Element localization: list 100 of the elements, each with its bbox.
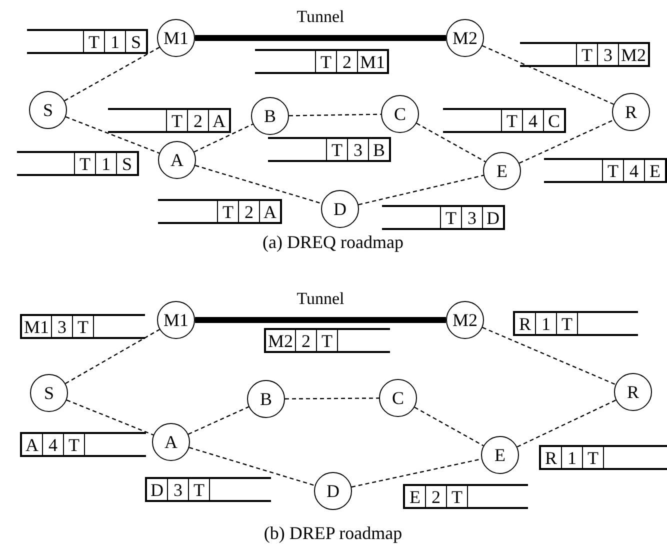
table-cell: R	[515, 313, 536, 334]
node-circle: C	[379, 379, 417, 417]
dashed-link	[519, 119, 614, 164]
dashed-link	[66, 116, 160, 154]
table-cell: S	[116, 153, 137, 174]
node-circle: S	[30, 374, 68, 412]
table-cell: 3	[52, 316, 74, 337]
node-circle: M1	[157, 301, 195, 339]
node-circle: E	[481, 436, 519, 474]
node-circle: M1	[157, 19, 195, 57]
dashed-link	[194, 124, 254, 152]
dashed-link	[65, 328, 160, 384]
table-cell: B	[368, 139, 389, 160]
table-cell: 4	[522, 110, 543, 131]
dashed-link	[358, 174, 484, 206]
table-cell: T	[189, 479, 210, 500]
table-cell: 3	[347, 139, 368, 160]
node-circle: A	[158, 141, 196, 179]
dashed-link	[414, 406, 484, 446]
dashed-link	[189, 446, 315, 486]
queue-table	[20, 432, 146, 457]
node-circle: E	[483, 152, 521, 190]
table-cell: T	[314, 51, 336, 72]
dashed-link	[482, 45, 614, 105]
node-circle: B	[247, 380, 285, 418]
table-cell: S	[125, 31, 146, 52]
table-cell: T	[576, 44, 597, 65]
queue-table	[255, 49, 389, 74]
dashed-link	[285, 398, 379, 400]
queue-table	[20, 314, 145, 339]
table-cell: A	[208, 110, 229, 131]
table-cell: T	[217, 201, 238, 222]
table-cell: 4	[43, 434, 64, 455]
table-cell: T	[501, 110, 522, 131]
dashed-link	[516, 400, 616, 448]
node-circle: C	[381, 95, 419, 133]
caption: (a) DREQ roadmap	[262, 232, 404, 253]
table-cell: 4	[623, 160, 644, 181]
table-cell: 2	[238, 201, 259, 222]
queue-table	[268, 137, 391, 162]
table-cell: 1	[95, 153, 116, 174]
node-circle: S	[29, 91, 67, 129]
table-cell: T	[74, 153, 95, 174]
table-cell: 2	[296, 330, 318, 351]
table-cell: D	[147, 479, 168, 500]
dashed-link	[482, 326, 616, 386]
table-cell: T	[326, 139, 347, 160]
caption: (b) DREP roadmap	[264, 523, 402, 544]
queue-table	[158, 199, 282, 224]
table-cell: 2	[187, 110, 208, 131]
table-cell: 3	[596, 44, 618, 65]
table-cell: 1	[536, 313, 557, 334]
table-cell: T	[166, 110, 187, 131]
table-cell: T	[440, 207, 461, 228]
table-cell: T	[83, 31, 104, 52]
table-cell: T	[73, 316, 94, 337]
queue-table	[544, 158, 667, 183]
dashed-link	[64, 46, 160, 102]
queue-table	[403, 484, 528, 509]
dashed-link	[416, 122, 486, 162]
table-cell: 3	[461, 207, 482, 228]
queue-table	[108, 108, 231, 133]
node-circle: R	[614, 373, 652, 411]
queue-table	[17, 151, 139, 176]
table-cell: 2	[336, 51, 357, 72]
node-circle: A	[152, 423, 190, 461]
node-circle: M2	[446, 19, 484, 57]
table-cell: 2	[426, 486, 447, 507]
table-cell: A	[259, 201, 280, 222]
node-circle: B	[251, 97, 289, 135]
table-cell: T	[447, 486, 468, 507]
table-cell: R	[541, 447, 562, 468]
table-cell: T	[557, 313, 578, 334]
table-cell: E	[644, 160, 665, 181]
node-circle: D	[314, 472, 352, 510]
table-cell: 3	[168, 479, 189, 500]
table-cell: E	[405, 486, 426, 507]
queue-table	[264, 328, 390, 353]
table-cell: M2	[266, 330, 296, 351]
queue-table	[513, 311, 638, 336]
queue-table	[145, 477, 271, 502]
queue-table	[27, 29, 148, 54]
node-circle: D	[321, 190, 359, 228]
table-cell: T	[583, 447, 604, 468]
queue-table	[539, 445, 667, 470]
node-circle: M2	[446, 301, 484, 339]
dashed-link	[195, 164, 322, 204]
table-cell: T	[602, 160, 623, 181]
table-cell: M2	[618, 44, 648, 65]
table-cell: M1	[356, 51, 387, 72]
table-cell: M1	[22, 316, 52, 337]
table-cell: D	[482, 207, 503, 228]
table-cell: C	[543, 110, 564, 131]
dashed-link	[66, 400, 154, 436]
queue-table	[520, 42, 650, 67]
tunnel-line	[195, 35, 446, 41]
table-cell: T	[317, 330, 338, 351]
table-cell: 1	[562, 447, 583, 468]
queue-table	[443, 108, 566, 133]
table-cell: A	[22, 434, 43, 455]
